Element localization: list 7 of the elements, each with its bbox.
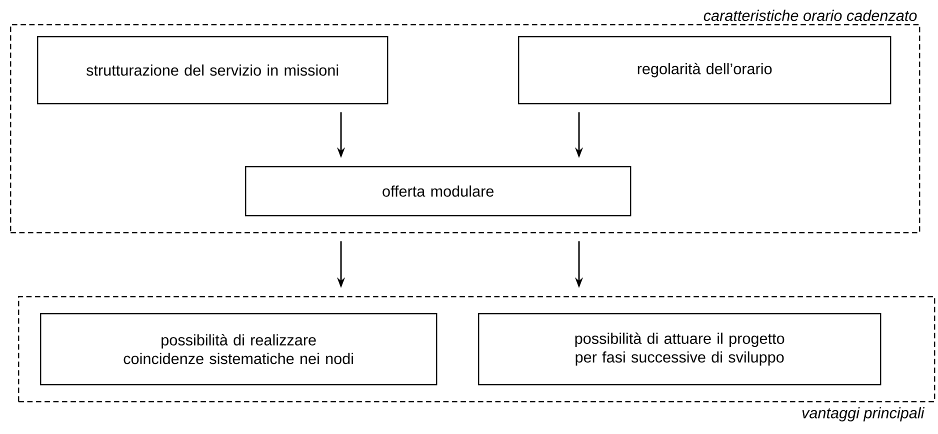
node-label: vantaggi principali xyxy=(802,407,925,422)
process-box: regolarità dell’orario xyxy=(518,36,892,104)
process-box: possibilità di realizzare coincidenze sistematiche nei nodi xyxy=(40,312,438,386)
process-box: strutturazione del servizio in missioni xyxy=(37,36,388,104)
process-box: offerta modulare xyxy=(245,166,632,216)
process-box: possibilità di attuare il progetto per fasi successive di sviluppo xyxy=(478,312,882,386)
node-label: caratteristiche orario cadenzato xyxy=(704,10,917,22)
